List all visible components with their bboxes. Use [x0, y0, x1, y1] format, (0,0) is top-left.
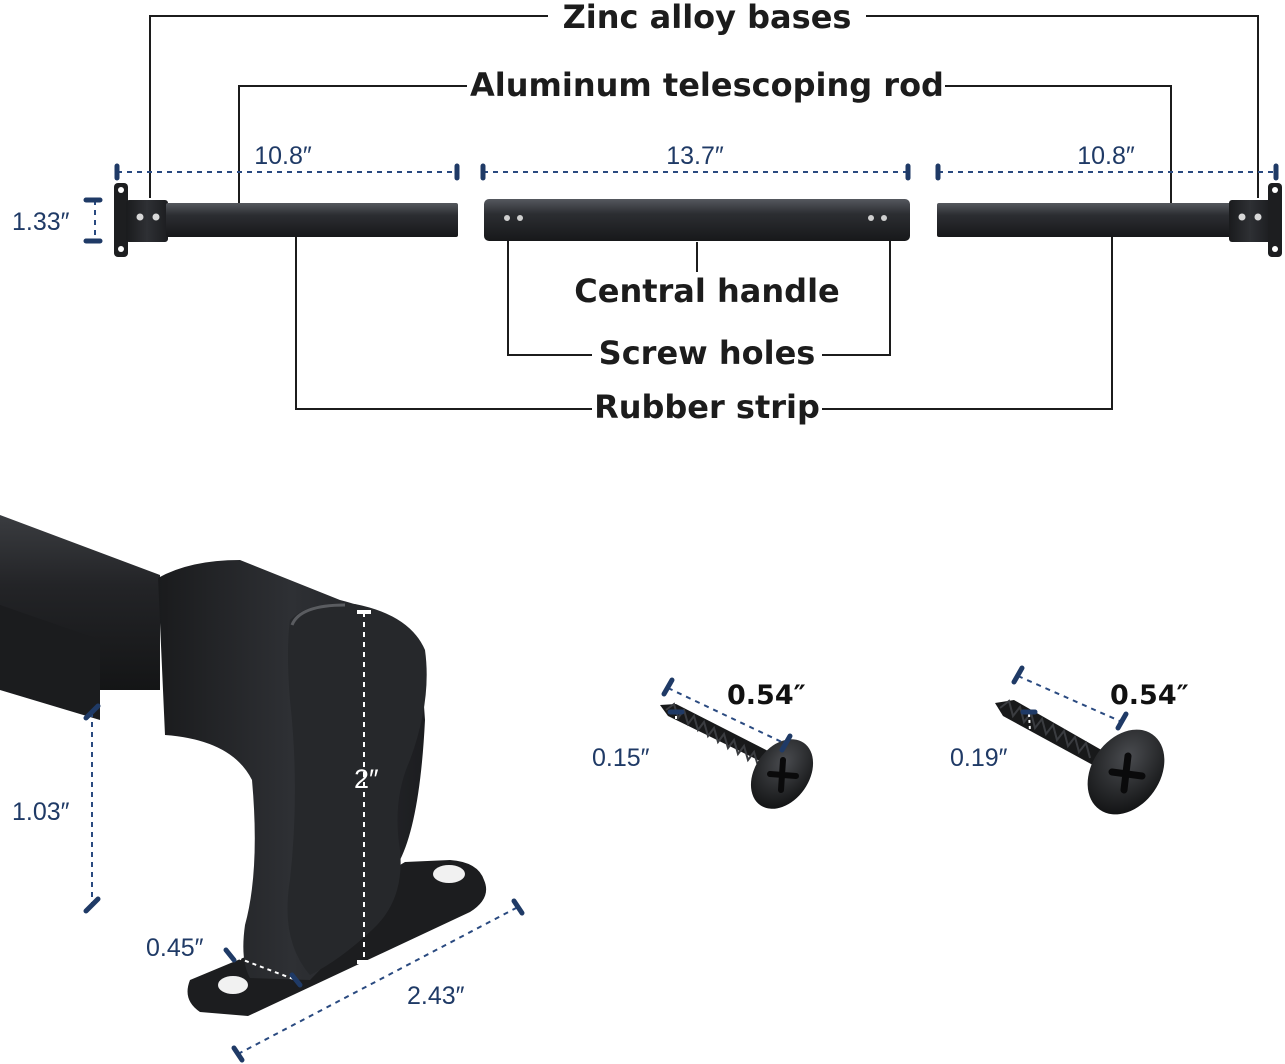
dim-base-height: 2″ — [354, 764, 379, 794]
callout-leaders — [149, 15, 1259, 410]
rod-right-section — [937, 183, 1282, 257]
label-central-handle: Central handle — [574, 272, 839, 310]
dim-base-length: 2.43″ — [407, 982, 465, 1010]
dim-base-thickness: 0.45″ — [146, 934, 204, 962]
label-screw-holes: Screw holes — [599, 334, 816, 372]
rod-left-section — [114, 183, 458, 257]
dim-left-section: 10.8″ — [254, 142, 312, 170]
dim-screw2-length: 0.54″ — [1110, 680, 1189, 711]
dim-screw1-length: 0.54″ — [727, 680, 806, 711]
label-zinc-alloy-bases: Zinc alloy bases — [563, 0, 852, 36]
screw-small — [660, 677, 814, 809]
base-closeup — [0, 515, 487, 1016]
dim-middle-section: 13.7″ — [666, 142, 724, 170]
base-dimension-lines — [83, 610, 525, 1063]
dim-right-section: 10.8″ — [1077, 142, 1135, 170]
dim-screw1-diameter: 0.15″ — [592, 744, 650, 772]
section-dimension-lines — [83, 163, 1279, 244]
dim-base-offset: 1.03″ — [12, 798, 70, 826]
rod-central-handle — [484, 199, 910, 241]
dim-rod-diameter: 1.33″ — [12, 208, 70, 236]
screw-large — [995, 665, 1165, 815]
label-aluminum-rod: Aluminum telescoping rod — [470, 66, 944, 104]
label-rubber-strip: Rubber strip — [594, 388, 820, 426]
dim-screw2-diameter: 0.19″ — [950, 744, 1008, 772]
